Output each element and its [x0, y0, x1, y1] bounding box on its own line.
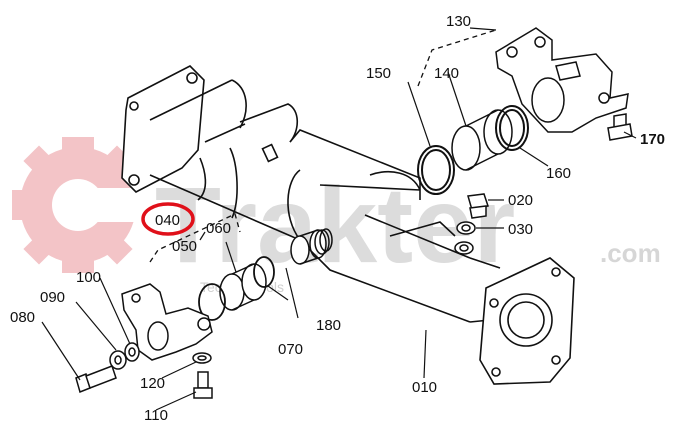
label-150: 150 [366, 65, 391, 82]
watermark-gear-logo [12, 137, 150, 273]
bracket-130 [495, 27, 629, 133]
label-030: 030 [508, 221, 533, 238]
label-140: 140 [434, 65, 459, 82]
fitting-180 [290, 228, 333, 265]
label-020: 020 [508, 192, 533, 209]
bolt-080 [75, 365, 117, 394]
label-100: 100 [76, 269, 101, 286]
label-070: 070 [278, 341, 303, 358]
highlight-circle-040 [141, 202, 195, 236]
assembly-dashed-lines [149, 29, 497, 263]
label-090: 090 [40, 289, 65, 306]
bracket-040 [121, 283, 213, 361]
seal-160 [495, 105, 529, 151]
washer-120 [192, 352, 212, 364]
label-060: 060 [206, 220, 231, 237]
watermark-domain: .com [600, 238, 661, 268]
o-ring-050 [198, 283, 226, 321]
label-120: 120 [140, 375, 165, 392]
o-ring-150 [417, 145, 455, 195]
watermark-brand: Trakter [155, 164, 515, 285]
washer-100 [124, 342, 140, 362]
plug-020 [467, 193, 489, 219]
leader-lines [41, 27, 637, 411]
part-labels: 130 150 140 170 160 020 030 040 060 050 … [10, 13, 665, 424]
label-010: 010 [412, 379, 437, 396]
axle-housing-010 [121, 65, 575, 385]
label-080: 080 [10, 309, 35, 326]
label-160: 160 [546, 165, 571, 182]
bolt-110 [193, 371, 213, 399]
washer-030 [454, 221, 476, 255]
o-ring-070 [253, 256, 275, 288]
bushing-060 [219, 263, 267, 311]
label-170: 170 [640, 131, 665, 148]
label-180: 180 [316, 317, 341, 334]
bolt-170 [607, 113, 633, 141]
label-130: 130 [446, 13, 471, 30]
label-050: 050 [172, 238, 197, 255]
washer-090 [109, 350, 127, 370]
label-040: 040 [155, 212, 180, 229]
label-110: 110 [144, 407, 168, 424]
